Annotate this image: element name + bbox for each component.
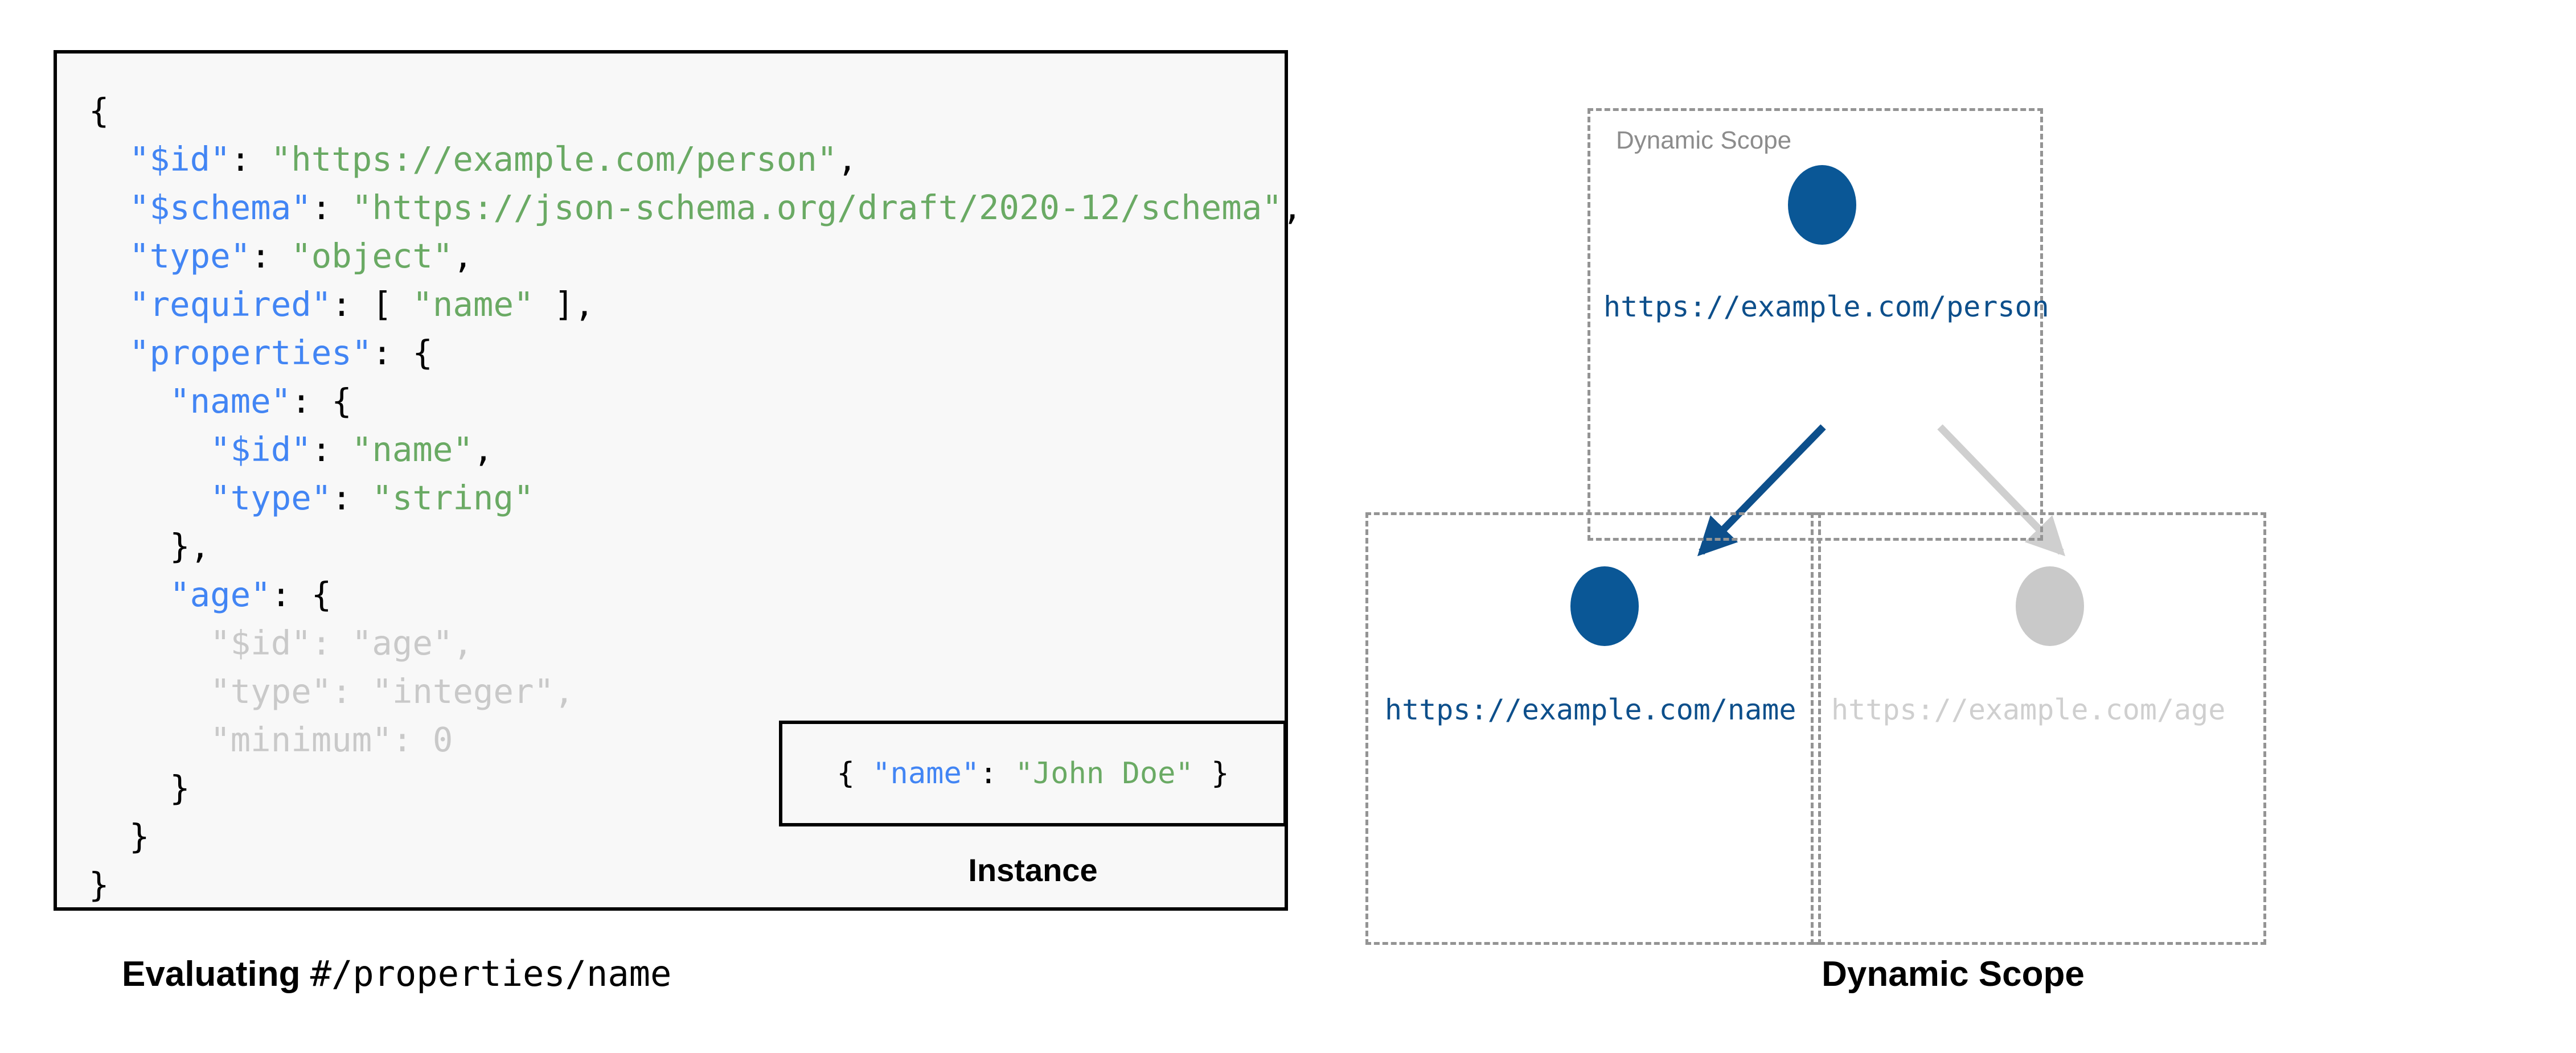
right-figure-caption: Dynamic Scope: [1822, 955, 2085, 994]
code-token: ],: [534, 285, 595, 324]
node-label-name: https://example.com/name: [1385, 693, 1796, 726]
code-token: ,: [453, 236, 473, 275]
code-line: "type": "string": [89, 474, 1302, 522]
left-caption-pointer: #/properties/name: [310, 953, 672, 994]
code-token: :: [331, 478, 372, 517]
scope-box-age: [1811, 512, 2266, 945]
code-token: ,: [837, 139, 858, 179]
code-token: "required": [129, 285, 332, 324]
code-token: [89, 478, 210, 517]
code-token: "type": "integer",: [89, 672, 575, 711]
code-line: "name": {: [89, 377, 1302, 425]
schema-code-panel: { "$id": "https://example.com/person", "…: [54, 50, 1302, 911]
code-token: [89, 575, 170, 614]
code-line: "properties": {: [89, 328, 1302, 377]
code-line: "$schema": "https://json-schema.org/draf…: [89, 183, 1302, 232]
node-label-person: https://example.com/person: [1603, 290, 2049, 323]
code-token: "name": [412, 285, 534, 324]
code-token: }: [89, 768, 190, 808]
instance-token: }: [1193, 756, 1229, 791]
code-line: "$id": "https://example.com/person",: [89, 135, 1302, 183]
code-token: "minimum": 0: [89, 720, 453, 759]
node-label-age: https://example.com/age: [1831, 693, 2226, 726]
code-token: :: [311, 430, 352, 469]
code-line: }: [89, 861, 1302, 909]
code-token: [89, 430, 210, 469]
left-figure-caption: Evaluating #/properties/name: [122, 953, 671, 994]
code-token: [89, 236, 129, 275]
schema-code-block: { "$id": "https://example.com/person", "…: [89, 87, 1302, 909]
dynamic-scope-diagram: Dynamic Scope https://example.com/person…: [1355, 80, 2551, 994]
instance-token: "name": [872, 756, 980, 791]
code-line: "$id": "age",: [89, 619, 1302, 667]
code-token: "object": [291, 236, 453, 275]
code-token: "$id": "age",: [89, 623, 473, 663]
code-line: },: [89, 522, 1302, 570]
node-circle-age: [2016, 566, 2084, 646]
code-token: :: [251, 236, 292, 275]
code-token: "name": [351, 430, 473, 469]
code-token: }: [89, 817, 150, 856]
code-token: "string": [372, 478, 534, 517]
code-token: [89, 188, 129, 227]
code-token: "$id": [210, 430, 311, 469]
code-token: "properties": [129, 333, 372, 372]
scope-box-person: [1588, 108, 2043, 541]
code-line: "required": [ "name" ],: [89, 280, 1302, 328]
code-token: "type": [129, 236, 251, 275]
code-token: "name": [170, 381, 292, 421]
code-line: {: [89, 87, 1302, 135]
instance-token: {: [836, 756, 873, 791]
code-token: :: [230, 139, 271, 179]
code-token: "https://example.com/person": [270, 139, 838, 179]
instance-token: :: [979, 756, 1015, 791]
instance-section: { "name": "John Doe" } Instance: [779, 721, 1287, 889]
code-token: [89, 139, 129, 179]
code-token: : {: [291, 381, 352, 421]
code-token: [89, 381, 170, 421]
code-token: : [: [331, 285, 413, 324]
left-caption-prefix: Evaluating: [122, 955, 310, 994]
code-line: "type": "integer",: [89, 667, 1302, 715]
code-token: "https://json-schema.org/draft/2020-12/s…: [351, 188, 1282, 227]
instance-token: "John Doe": [1015, 756, 1193, 791]
code-line: "age": {: [89, 570, 1302, 619]
code-token: :: [311, 188, 352, 227]
code-token: "$schema": [129, 188, 311, 227]
node-circle-name: [1570, 566, 1639, 646]
code-token: [89, 285, 129, 324]
code-token: [89, 333, 129, 372]
code-token: "$id": [129, 139, 231, 179]
code-line: "type": "object",: [89, 232, 1302, 280]
code-token: : {: [372, 333, 433, 372]
code-line: }: [89, 812, 1302, 861]
instance-caption: Instance: [968, 852, 1098, 888]
code-token: "type": [210, 478, 332, 517]
code-token: ,: [1282, 188, 1303, 227]
code-line: }: [89, 764, 1302, 812]
scope-box-label: Dynamic Scope: [1616, 126, 1792, 154]
scope-box-name: [1365, 512, 1821, 945]
instance-code-box: { "name": "John Doe" }: [779, 721, 1287, 826]
edge-person-to-name: [1697, 424, 1826, 557]
code-token: ,: [473, 430, 494, 469]
code-line: "$id": "name",: [89, 425, 1302, 474]
code-line: "minimum": 0: [89, 715, 1302, 764]
node-circle-person: [1788, 165, 1856, 245]
code-token: : {: [270, 575, 332, 614]
code-token: },: [89, 526, 211, 566]
code-token: {: [89, 91, 109, 130]
code-token: "age": [170, 575, 271, 614]
code-token: }: [89, 865, 109, 904]
